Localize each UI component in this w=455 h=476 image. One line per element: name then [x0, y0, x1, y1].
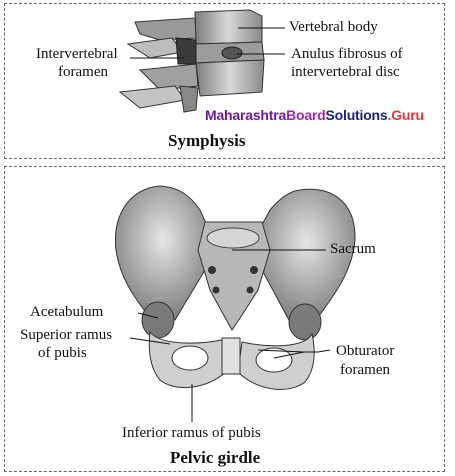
watermark: MaharashtraBoardSolutions.Guru	[205, 107, 424, 123]
label-anulus-fibrosus-2: intervertebral disc	[291, 64, 400, 80]
label-vertebral-body: Vertebral body	[289, 19, 378, 35]
label-anulus-fibrosus-1: Anulus fibrosus of	[291, 46, 403, 62]
watermark-part2: Board	[286, 107, 326, 123]
label-intervertebral-foramen-2: foramen	[58, 64, 108, 80]
watermark-part4: .Guru	[387, 107, 425, 123]
pelvic-girdle-title: Pelvic girdle	[170, 448, 261, 467]
pelvic-girdle-panel	[4, 166, 445, 472]
symphysis-panel	[4, 3, 445, 159]
label-superior-ramus-2: of pubis	[38, 345, 87, 361]
watermark-part3: Solutions	[325, 107, 388, 123]
label-obturator-1: Obturator	[336, 343, 395, 359]
label-acetabulum: Acetabulum	[30, 304, 104, 320]
label-sacrum: Sacrum	[330, 241, 376, 257]
symphysis-title: Symphysis	[168, 131, 246, 150]
label-intervertebral-foramen-1: Intervertebral	[36, 46, 118, 62]
label-superior-ramus-1: Superior ramus	[20, 327, 113, 343]
pelvis-illustration	[114, 185, 356, 390]
label-inferior-ramus: Inferior ramus of pubis	[122, 425, 261, 441]
vertebral-body-shape	[194, 9, 265, 97]
vertebral-processes	[118, 17, 199, 113]
watermark-part1: Maharashtra	[205, 107, 287, 123]
label-obturator-2: foramen	[340, 362, 390, 378]
